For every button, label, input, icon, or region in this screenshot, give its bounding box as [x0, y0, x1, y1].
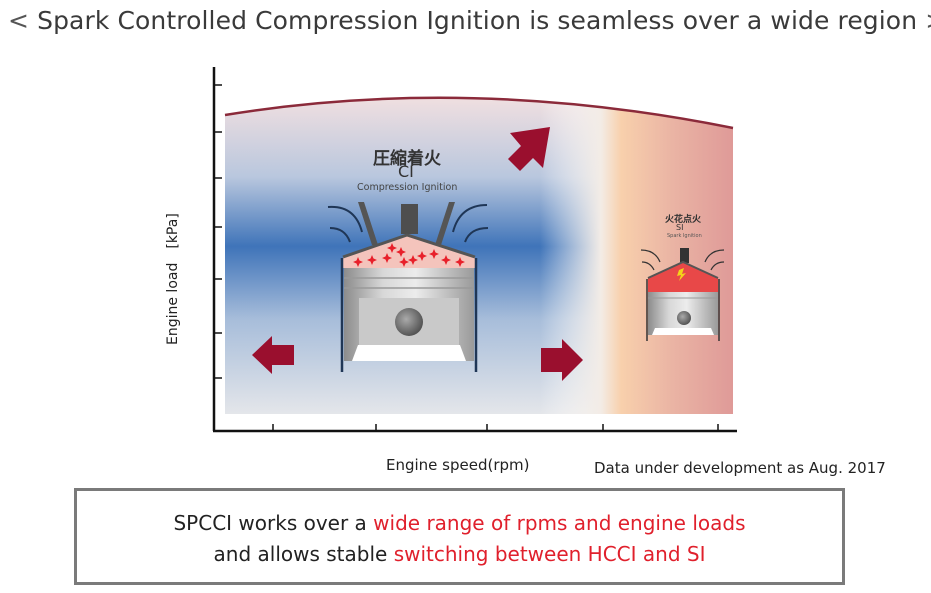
summary-line-1-plain: SPCCI works over a: [173, 511, 374, 535]
spark-icon: [417, 251, 427, 261]
ci-label-full: Compression Ignition: [357, 182, 458, 193]
x-axis-label: Engine speed(rpm): [386, 456, 530, 474]
spark-icon: [367, 255, 377, 265]
summary-line-1-highlight: wide range of rpms and engine loads: [373, 511, 746, 535]
si-label-full: Spark Ignition: [667, 233, 702, 239]
arrow-up-right-icon: [508, 127, 550, 171]
arrow-left-icon: [252, 336, 294, 374]
spark-icon: [455, 257, 465, 267]
si-label-jp: 火花点火: [665, 215, 702, 225]
summary-line-2-highlight: switching between HCCI and SI: [393, 542, 706, 566]
ci-label-jp: 圧縮着火: [373, 149, 441, 169]
spark-icon: [382, 253, 392, 263]
spark-bolt-icon: [677, 268, 686, 281]
summary-line-2: and allows stable switching between HCCI…: [77, 539, 842, 570]
spark-icon: [396, 247, 406, 257]
si-label-abbr: SI: [676, 223, 684, 232]
summary-box: SPCCI works over a wide range of rpms an…: [74, 488, 845, 585]
page-title: < Spark Controlled Compression Ignition …: [8, 6, 931, 35]
title-text: Spark Controlled Compression Ignition is…: [37, 6, 918, 35]
spark-icon: [441, 255, 451, 265]
spark-icon: [387, 243, 397, 253]
ci-label-abbr: CI: [398, 162, 414, 181]
spark-icon: [408, 255, 418, 265]
right-bracket: >: [925, 6, 931, 35]
upper-boundary-line: [224, 96, 734, 130]
y-axis-label: Engine load [kPa]: [165, 213, 181, 345]
spark-icon: [353, 257, 363, 267]
x-axis: [213, 424, 737, 433]
summary-line-2-plain: and allows stable: [213, 542, 394, 566]
spark-icon: [399, 257, 409, 267]
y-axis: [212, 67, 222, 431]
left-bracket: <: [8, 6, 30, 35]
si-engine-illustration: [640, 248, 725, 341]
summary-line-1: SPCCI works over a wide range of rpms an…: [77, 508, 842, 539]
ci-engine-illustration: [327, 202, 489, 372]
data-note: Data under development as Aug. 2017: [594, 459, 886, 477]
spark-icon: [429, 249, 439, 259]
arrow-right-icon: [541, 339, 583, 381]
